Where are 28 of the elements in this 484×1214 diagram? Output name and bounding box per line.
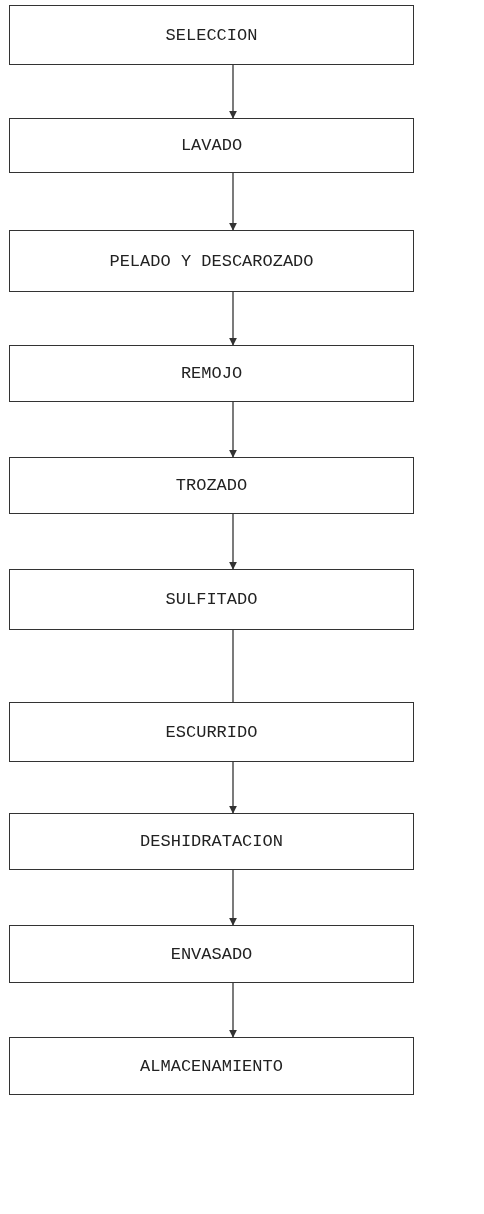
process-box: [9, 118, 414, 173]
step-label: PELADO Y DESCAROZADO: [109, 251, 314, 271]
step-label: TROZADO: [175, 476, 248, 495]
arrow: [229, 761, 237, 814]
arrow: [229, 172, 237, 231]
process-box: [9, 925, 414, 983]
step-label: ALMACENAMIENTO: [140, 1056, 283, 1076]
step-label: REMOJO: [180, 364, 243, 383]
arrow: [229, 401, 237, 458]
process-box: [9, 345, 414, 402]
arrow: [229, 513, 237, 570]
step-label: ESCURRIDO: [165, 722, 258, 742]
arrow: [229, 869, 237, 926]
process-box: [9, 569, 414, 630]
process-box: [9, 813, 414, 870]
step-label: ENVASADO: [170, 944, 253, 964]
process-box: [9, 457, 414, 514]
step-label: SULFITADO: [165, 590, 258, 609]
process-box: [9, 1037, 414, 1095]
process-box: [9, 5, 414, 65]
process-box: [9, 702, 414, 762]
process-box: [9, 230, 414, 292]
step-label: SELECCION: [165, 25, 258, 45]
arrow: [229, 64, 237, 119]
arrow: [229, 291, 237, 346]
arrow: [229, 982, 237, 1038]
step-label: DESHIDRATACION: [140, 832, 283, 851]
step-label: LAVADO: [180, 136, 243, 155]
